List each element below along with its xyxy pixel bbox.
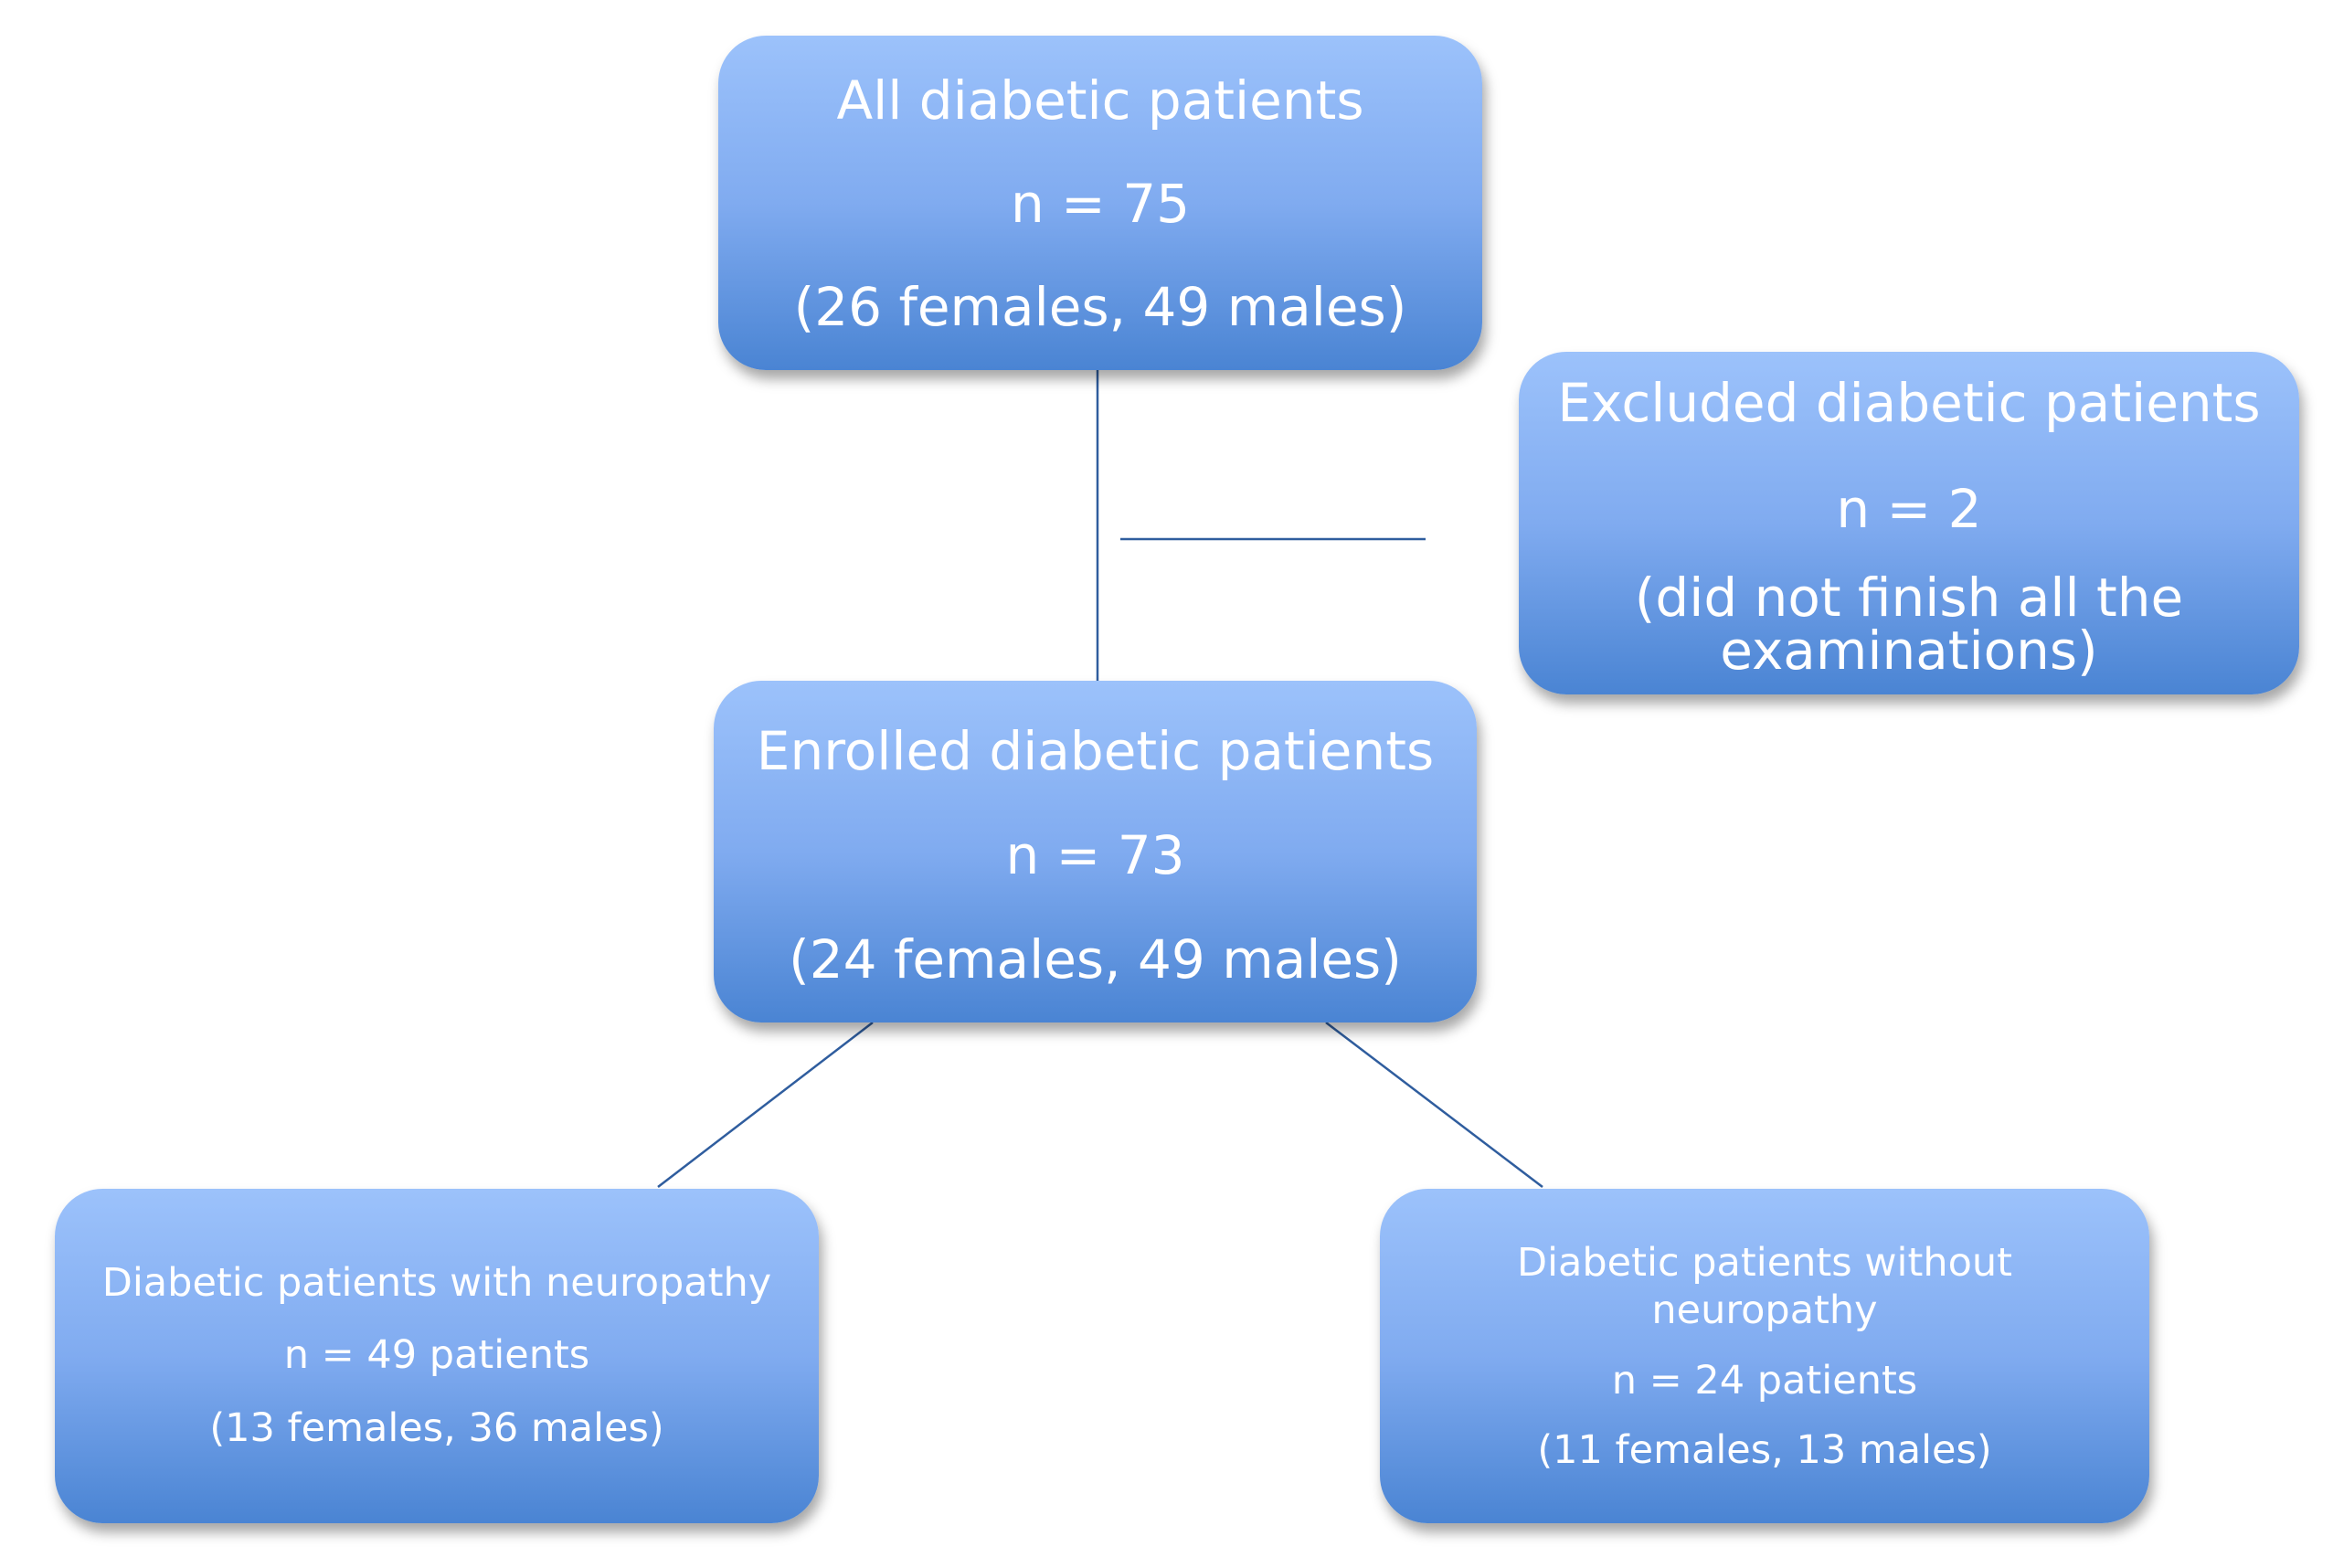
node-detail: (did not finish all the examinations): [1634, 567, 2184, 683]
node-with-neuropathy: Diabetic patients with neuropathy n = 49…: [55, 1189, 819, 1523]
node-enrolled-patients: Enrolled diabetic patients n = 73 (24 fe…: [714, 681, 1477, 1022]
node-count: n = 75: [1010, 173, 1191, 236]
node-detail: (26 females, 49 males): [793, 276, 1407, 339]
node-title: Excluded diabetic patients: [1557, 371, 2261, 434]
node-without-neuropathy: Diabetic patients without neuropathy n =…: [1380, 1189, 2149, 1523]
node-title: Diabetic patients with neuropathy: [101, 1260, 772, 1307]
connector-enrolled-to-without-neuropathy: [1325, 1022, 1543, 1188]
node-count: n = 73: [1005, 824, 1185, 887]
node-title: All diabetic patients: [836, 69, 1364, 132]
node-all-patients: All diabetic patients n = 75 (26 females…: [718, 36, 1482, 370]
node-excluded-patients: Excluded diabetic patients n = 2 (did no…: [1519, 352, 2299, 694]
node-title: Enrolled diabetic patients: [756, 720, 1435, 782]
node-count: n = 49 patients: [283, 1332, 590, 1379]
node-detail: (11 females, 13 males): [1537, 1426, 1992, 1473]
node-detail: (13 females, 36 males): [209, 1404, 664, 1451]
node-detail: (24 females, 49 males): [789, 928, 1402, 991]
node-count: n = 24 patients: [1611, 1358, 1918, 1404]
connector-enrolled-to-with-neuropathy: [657, 1022, 874, 1188]
node-title: Diabetic patients without neuropathy: [1516, 1240, 2012, 1333]
node-count: n = 2: [1836, 477, 1982, 540]
